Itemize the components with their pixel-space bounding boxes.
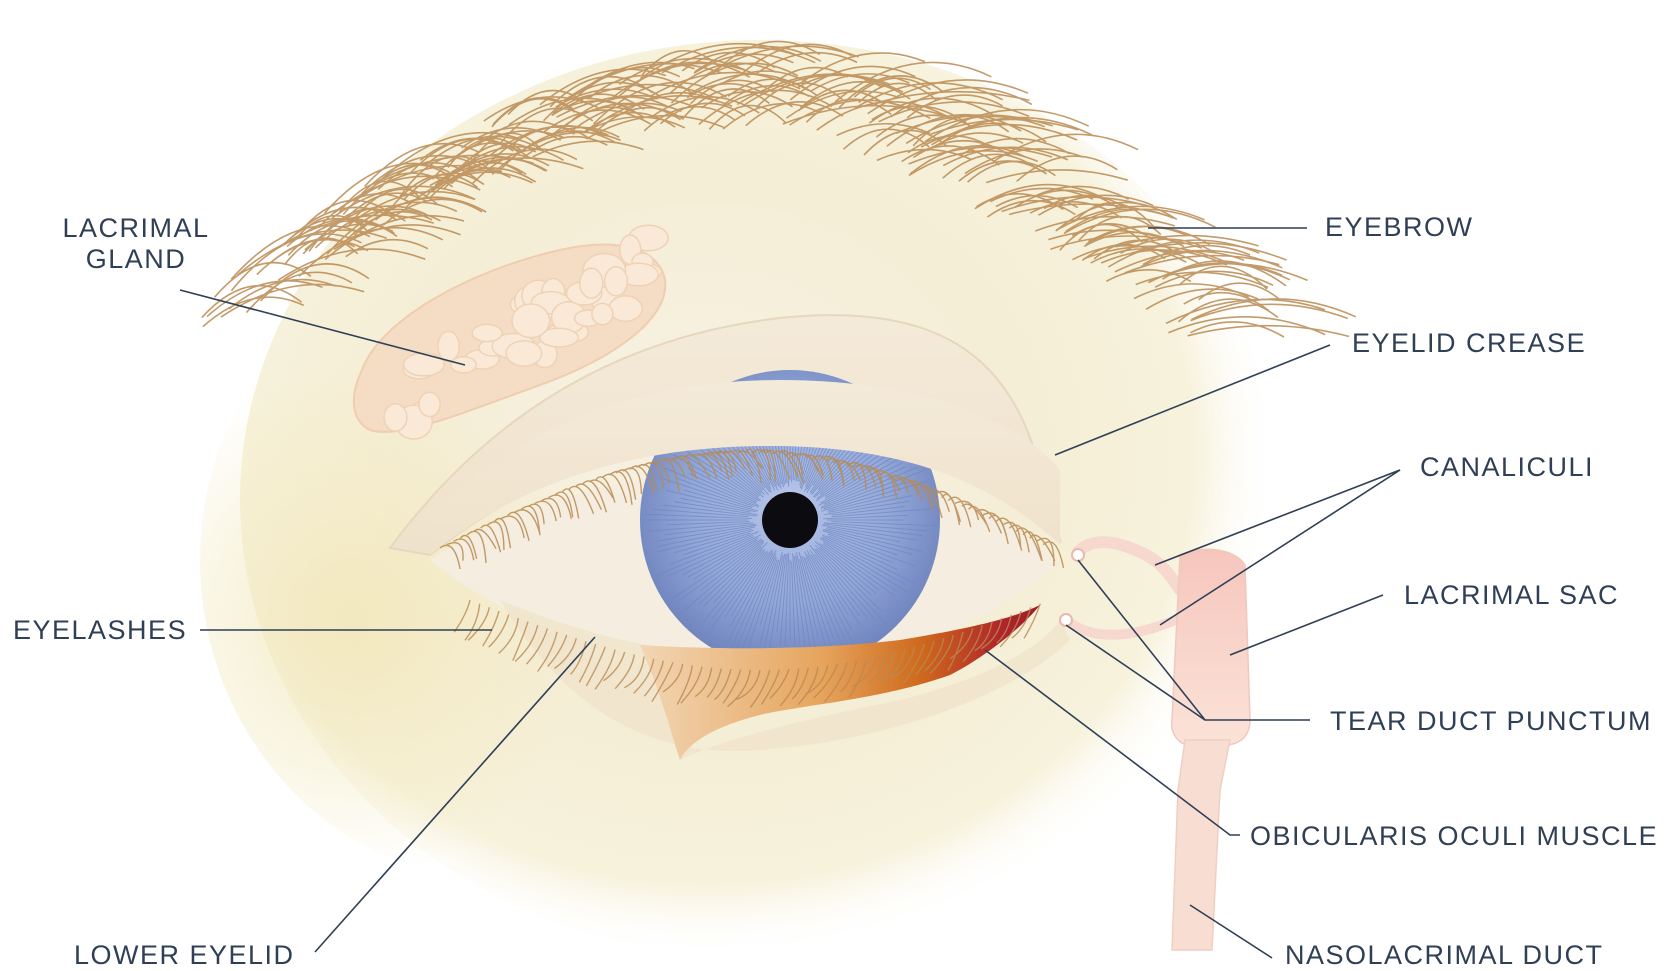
gland-lobe [384,404,407,431]
label-lower-eyelid: LOWER EYELID [74,940,295,971]
gland-lobe [506,341,542,366]
label-eyelid-crease: EYELID CREASE [1352,328,1586,359]
label-lacrimal-gland-line1: LACRIMAL [46,213,226,244]
label-lacrimal-gland: LACRIMAL GLAND [46,213,226,275]
tear-duct-punctum-upper [1072,549,1084,561]
pupil [762,492,818,548]
label-eyebrow: EYEBROW [1325,212,1474,243]
tear-duct-punctum-lower [1060,614,1072,626]
nasolacrimal-duct [1172,740,1230,950]
gland-lobe [404,353,445,376]
gland-lobe [580,268,603,298]
label-eyelashes: EYELASHES [13,615,187,646]
gland-lobe [605,267,628,296]
gland-lobe [512,304,550,338]
label-obicularis-oculi-muscle: OBICULARIS OCULI MUSCLE [1250,821,1658,852]
gland-lobe [438,331,459,361]
lacrimal-sac [1172,549,1250,745]
label-lacrimal-sac: LACRIMAL SAC [1404,580,1619,611]
gland-lobe [419,392,440,416]
label-lacrimal-gland-line2: GLAND [46,244,226,275]
label-nasolacrimal-duct: NASOLACRIMAL DUCT [1285,940,1604,971]
gland-lobe [609,296,642,321]
label-canaliculi: CANALICULI [1420,452,1594,483]
gland-lobe [592,303,613,324]
label-tear-duct-punctum: TEAR DUCT PUNCTUM [1330,706,1652,737]
gland-lobe [472,324,502,341]
